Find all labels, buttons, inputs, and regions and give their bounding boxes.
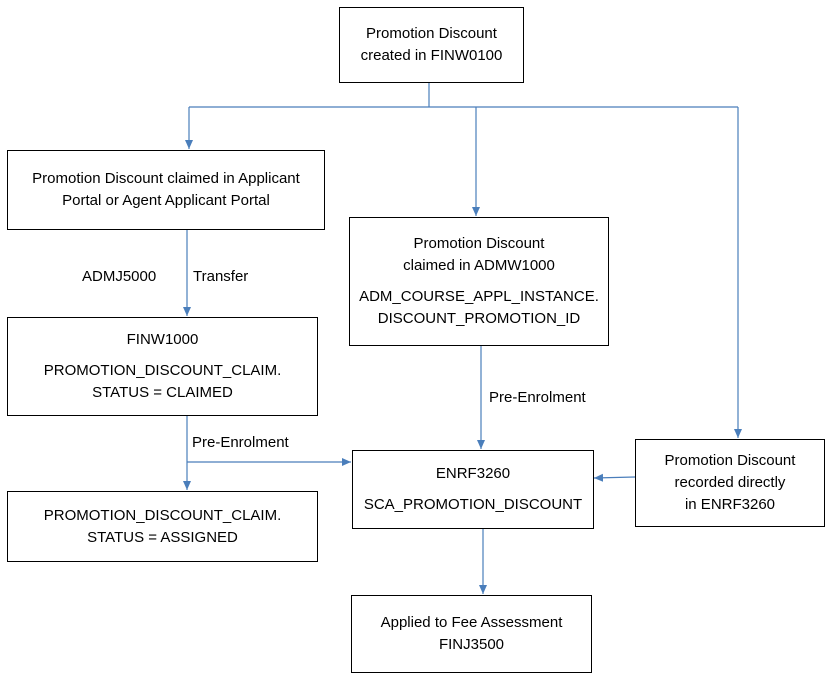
edge-label-pre-enrolment-admw: Pre-Enrolment (489, 389, 586, 406)
node-assigned-line-2: STATUS = ASSIGNED (87, 528, 238, 546)
node-finw1000: FINW1000 PROMOTION_DISCOUNT_CLAIM. STATU… (7, 317, 318, 416)
node-admw1000-field-2: DISCOUNT_PROMOTION_ID (377, 310, 581, 327)
node-enrf3260-field: SCA_PROMOTION_DISCOUNT (363, 496, 583, 513)
node-portal-line-1: Promotion Discount claimed in Applicant (32, 170, 300, 187)
node-assigned-line-1: PROMOTION_DISCOUNT_CLAIM. (43, 506, 282, 524)
node-admw1000-title-2: claimed in ADMW1000 (403, 257, 555, 274)
edge-label-pre-enrolment-finw: Pre-Enrolment (192, 434, 289, 451)
edge-label-admj5000: ADMJ5000 (82, 268, 157, 285)
node-finj3500-line-1: Applied to Fee Assessment (380, 614, 563, 631)
node-finj3500: Applied to Fee Assessment FINJ3500 (351, 595, 592, 673)
node-direct-line-2: recorded directly (674, 474, 786, 491)
node-applicant-portal: Promotion Discount claimed in Applicant … (7, 150, 325, 230)
node-portal-line-2: Portal or Agent Applicant Portal (62, 192, 270, 209)
node-enrf3260-title: ENRF3260 (435, 465, 511, 482)
node-enrf3260: ENRF3260 SCA_PROMOTION_DISCOUNT (352, 450, 594, 529)
node-finw1000-field-1: PROMOTION_DISCOUNT_CLAIM. (43, 362, 282, 379)
node-direct-line-3: in ENRF3260 (684, 496, 776, 513)
node-finw0100: Promotion Discount created in FINW0100 (339, 7, 524, 83)
node-finw0100-line-1: Promotion Discount (366, 25, 497, 42)
node-admw1000: Promotion Discount claimed in ADMW1000 A… (349, 217, 609, 346)
node-finw1000-field-2: STATUS = CLAIMED (92, 384, 233, 401)
node-finw1000-title: FINW1000 (126, 331, 199, 348)
node-admw1000-field-1: ADM_COURSE_APPL_INSTANCE. (359, 288, 599, 305)
node-recorded-directly: Promotion Discount recorded directly in … (635, 439, 825, 527)
node-finj3500-line-2: FINJ3500 (438, 636, 505, 653)
node-admw1000-title-1: Promotion Discount (413, 235, 545, 252)
node-direct-line-1: Promotion Discount (664, 452, 796, 469)
node-finw0100-line-2: created in FINW0100 (360, 47, 503, 64)
node-status-assigned: PROMOTION_DISCOUNT_CLAIM. STATUS = ASSIG… (7, 491, 318, 562)
arrow-direct-to-enrf3260 (593, 473, 636, 482)
edge-label-transfer: Transfer (193, 268, 249, 285)
